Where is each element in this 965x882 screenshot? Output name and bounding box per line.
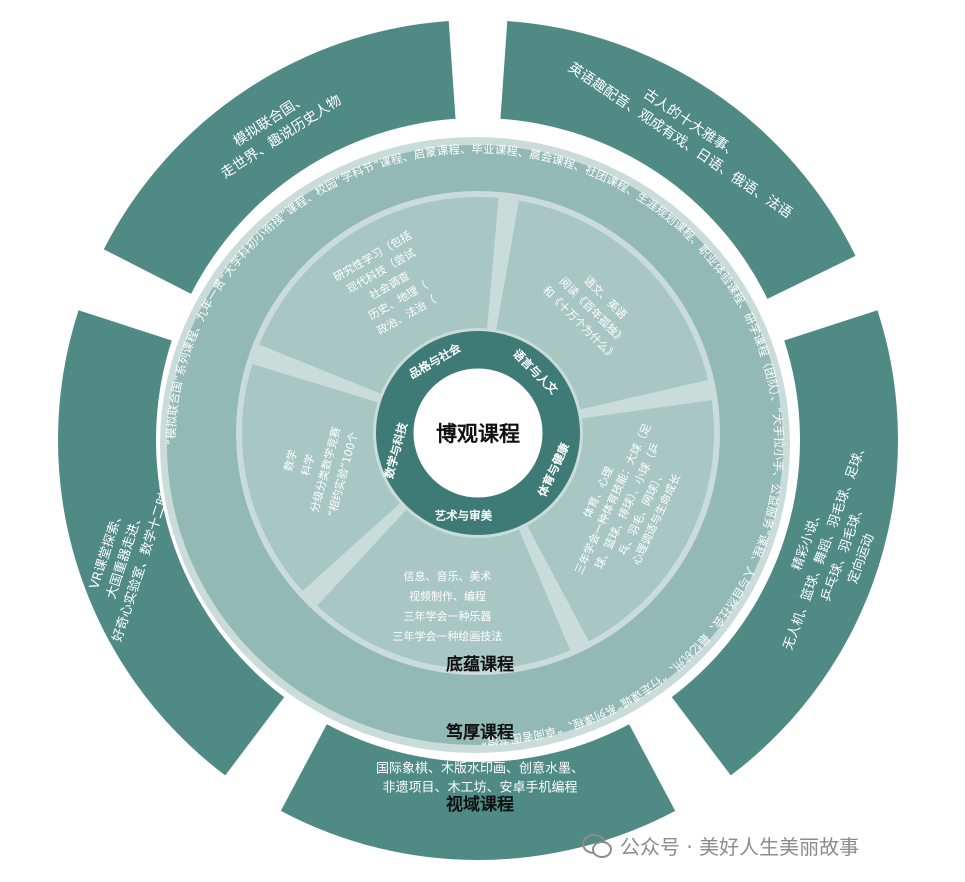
inner-sector — [259, 197, 499, 394]
watermark-text: 公众号 · 美好人生美丽故事 — [620, 834, 860, 859]
inner-sector — [527, 400, 714, 642]
inner-segment-4-line: 数学 — [281, 448, 300, 473]
outer-segment — [103, 21, 456, 294]
outer-ring-label: 视域课程 — [446, 794, 514, 815]
outer-segment — [280, 724, 676, 861]
inner-sector — [496, 200, 708, 410]
wechat-icon — [582, 832, 612, 858]
outer-segment-3-line: 国际象棋、木版水印画、创意水墨、 — [376, 761, 584, 777]
middle-ring-label: 笃厚课程 — [445, 722, 514, 743]
center-circle — [410, 365, 546, 501]
inner-sector — [242, 364, 400, 591]
inner-segment-3-line: 三年学会一种绘画技法 — [392, 629, 502, 643]
inner-sectors: 研究性学习（包括现代科技（尝试社会调查历史、地理（政治、法治（语文、英语阅读《百… — [242, 197, 714, 670]
inner-ring-label: 底蕴课程 — [446, 654, 514, 675]
inner-segment-3-line: 信息、音乐、美术 — [403, 569, 491, 583]
outer-segment — [671, 310, 899, 776]
center-title: 博观课程 — [436, 421, 520, 446]
inner-segment-3-line: 三年学会一种乐器 — [403, 609, 491, 623]
watermark: 公众号 · 美好人生美丽故事 — [582, 828, 859, 862]
outer-segment — [500, 21, 856, 299]
inner-segment-3-line: 视频制作、编程 — [409, 589, 486, 603]
outer-segment — [58, 310, 285, 776]
inner-sector — [317, 509, 571, 670]
outer-segment-3-line: 非遗项目、木工坊、安卓手机编程 — [382, 781, 577, 796]
inner-segment-4-line: 科学 — [298, 453, 317, 478]
tag-label: 艺术与审美 — [435, 509, 493, 523]
outer-ring: 模拟联合国、走世界、趣说历史人物古人的十大雅事、英语趣配音、观成有戏、日语、俄语… — [58, 21, 899, 861]
